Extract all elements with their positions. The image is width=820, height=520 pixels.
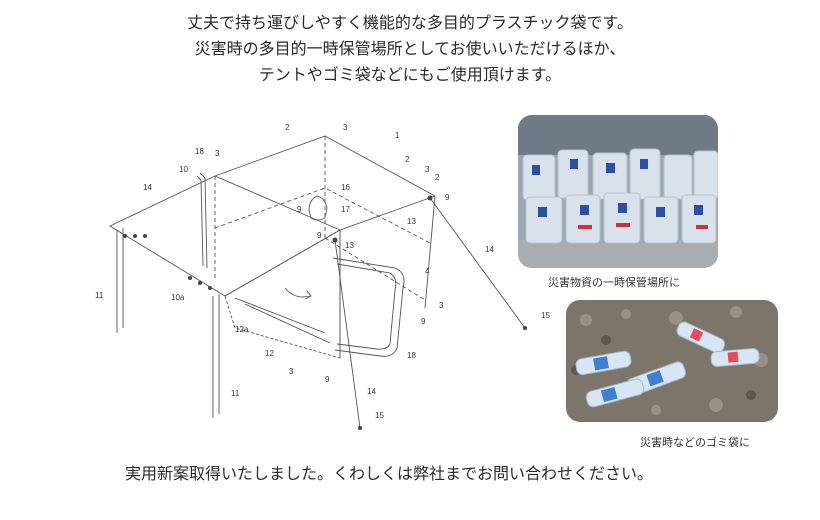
part-label: 14 <box>143 183 152 192</box>
part-label: 9 <box>421 317 426 326</box>
part-label: 14 <box>367 387 376 396</box>
part-label: 17 <box>341 205 350 214</box>
part-label: 18 <box>407 351 416 360</box>
intro-line-3: テントやゴミ袋などにもご使用頂けます。 <box>258 65 562 84</box>
part-label: 13 <box>407 217 416 226</box>
part-label: 10a <box>171 293 185 302</box>
part-label: 12 <box>265 349 274 358</box>
garbage-photo-image <box>566 300 778 422</box>
storage-photo-image <box>518 115 718 268</box>
garbage-caption: 災害時などのゴミ袋に <box>640 436 750 449</box>
part-label: 2 <box>285 123 290 132</box>
part-label: 9 <box>317 231 322 240</box>
storage-photo <box>518 115 718 268</box>
storage-caption: 災害物資の一時保管場所に <box>548 276 680 289</box>
part-label: 4 <box>425 267 430 276</box>
patent-drawing-svg: 1 2 2 3 3 18 3 10 14 16 17 9 13 13 9 4 1… <box>95 123 550 430</box>
part-number-labels: 1 2 2 3 3 18 3 10 14 16 17 9 13 13 9 4 1… <box>95 123 550 420</box>
patent-drawing: 1 2 2 3 3 18 3 10 14 16 17 9 13 13 9 4 1… <box>95 118 555 438</box>
part-label: 9 <box>325 375 330 384</box>
part-label: 13 <box>345 241 354 250</box>
part-label: 11 <box>231 389 240 398</box>
part-label: 9 <box>297 205 302 214</box>
intro-line-1: 丈夫で持ち運びしやすく機能的な多目的プラスチック袋です。 <box>187 13 633 32</box>
part-label: 3 <box>215 149 220 158</box>
part-label: 9 <box>445 193 450 202</box>
part-label: 12a <box>235 325 249 334</box>
intro-text: 丈夫で持ち運びしやすく機能的な多目的プラスチック袋です。 災害時の多目的一時保管… <box>110 10 710 88</box>
footer-text: 実用新案取得いたしました。くわしくは弊社までお問い合わせください。 <box>125 464 654 483</box>
part-label: 3 <box>439 301 444 310</box>
part-label: 2 <box>435 173 440 182</box>
part-label: 14 <box>485 245 494 254</box>
garbage-photo <box>566 300 778 422</box>
part-label: 18 <box>195 147 204 156</box>
part-label: 1 <box>395 131 400 140</box>
intro-line-2: 災害時の多目的一時保管場所としてお使いいただけるほか、 <box>194 39 626 58</box>
part-label: 3 <box>425 165 430 174</box>
part-label: 3 <box>343 123 348 132</box>
part-label: 11 <box>95 291 104 300</box>
part-label: 10 <box>179 165 188 174</box>
part-label: 2 <box>405 155 410 164</box>
part-label: 3 <box>289 367 294 376</box>
part-label: 15 <box>541 311 550 320</box>
part-label: 15 <box>375 411 384 420</box>
part-label: 16 <box>341 183 350 192</box>
